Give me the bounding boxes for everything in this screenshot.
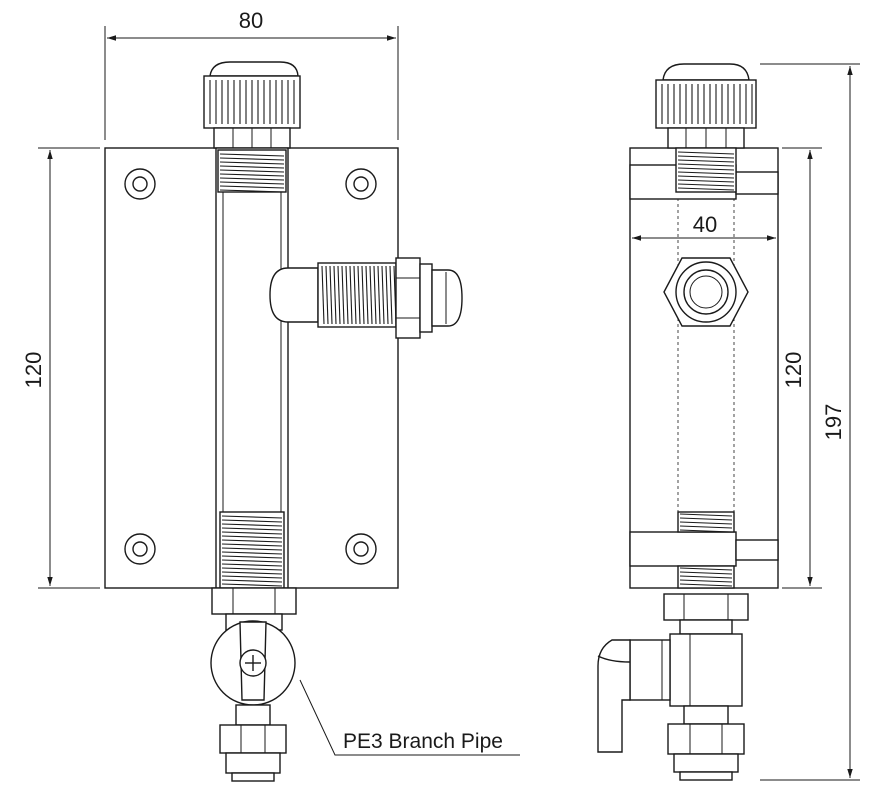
thread-line (677, 171, 735, 175)
dim-total-height-label: 197 (821, 404, 846, 441)
thread-line (221, 539, 283, 543)
thread-line (679, 571, 733, 575)
rib-line (353, 265, 357, 325)
thread-line (679, 529, 733, 533)
thread-line (219, 189, 285, 193)
dim-side-height: 120 (781, 147, 822, 589)
thread-line (219, 153, 285, 157)
rib-line (333, 265, 337, 325)
thread-line (219, 181, 285, 185)
thread-line (221, 583, 283, 587)
thread-line (221, 519, 283, 523)
rib-line (337, 265, 341, 325)
thread-line (221, 523, 283, 527)
thread-line (221, 551, 283, 555)
thread-line (677, 183, 735, 187)
dim-total-height: 197 (760, 63, 860, 781)
thread-line (221, 535, 283, 539)
top-cap (203, 61, 301, 149)
thread-line (221, 563, 283, 567)
thread-line (221, 575, 283, 579)
thread-line (679, 517, 733, 521)
rib-line (349, 265, 353, 325)
rib-line (341, 265, 345, 325)
thread-line (677, 159, 735, 163)
thread-line (679, 521, 733, 525)
thread-line (221, 527, 283, 531)
thread-line (221, 531, 283, 535)
thread-line (221, 555, 283, 559)
thread-line (677, 175, 735, 179)
thread-line (219, 185, 285, 189)
front-view: PE3 Branch Pipe 80 120 (21, 8, 520, 782)
dim-side-width: 40 (632, 212, 776, 241)
side-top-cap (655, 63, 757, 193)
side-view: 40 120 197 (597, 63, 860, 781)
thread-line (679, 525, 733, 529)
dim-side-height-label: 120 (781, 352, 806, 389)
thread-line (677, 167, 735, 171)
thread-line (219, 165, 285, 169)
thread-line (221, 515, 283, 519)
dim-side-width-label: 40 (693, 212, 717, 237)
thread-line (677, 163, 735, 167)
side-branch (269, 257, 463, 339)
rib-line (345, 265, 349, 325)
thread-line (219, 177, 285, 181)
thread-line (679, 513, 733, 517)
rib-line (361, 265, 365, 325)
rib-line (357, 265, 361, 325)
rib-line (329, 265, 333, 325)
rib-line (385, 265, 389, 325)
dim-front-width-label: 80 (239, 8, 263, 33)
branch-pipe-leader (299, 679, 520, 756)
bottom-valve (210, 587, 297, 782)
rib-line (377, 265, 381, 325)
side-hex-nut (663, 257, 749, 327)
thread-line (679, 583, 733, 587)
thread-line (221, 567, 283, 571)
vertical-tube (215, 147, 289, 589)
thread-line (221, 547, 283, 551)
thread-line (677, 187, 735, 191)
rib-line (373, 265, 377, 325)
thread-line (221, 543, 283, 547)
thread-line (679, 575, 733, 579)
thread-line (677, 155, 735, 159)
thread-line (677, 179, 735, 183)
rib-line (325, 265, 329, 325)
dim-front-height-label: 120 (21, 352, 46, 389)
dim-front-width: 80 (104, 8, 399, 140)
rib-line (321, 265, 325, 325)
rib-line (389, 265, 393, 325)
mounting-holes (124, 168, 377, 565)
rib-line (381, 265, 385, 325)
thread-line (221, 579, 283, 583)
thread-line (219, 157, 285, 161)
thread-line (679, 567, 733, 571)
thread-line (221, 559, 283, 563)
thread-line (677, 151, 735, 155)
side-valve (597, 593, 749, 781)
branch-pipe-label: PE3 Branch Pipe (343, 730, 503, 753)
thread-line (219, 169, 285, 173)
thread-line (219, 173, 285, 177)
thread-line (679, 579, 733, 583)
rib-line (369, 265, 373, 325)
rib-line (365, 265, 369, 325)
thread-line (219, 161, 285, 165)
thread-line (221, 571, 283, 575)
dim-front-height: 120 (21, 147, 100, 589)
